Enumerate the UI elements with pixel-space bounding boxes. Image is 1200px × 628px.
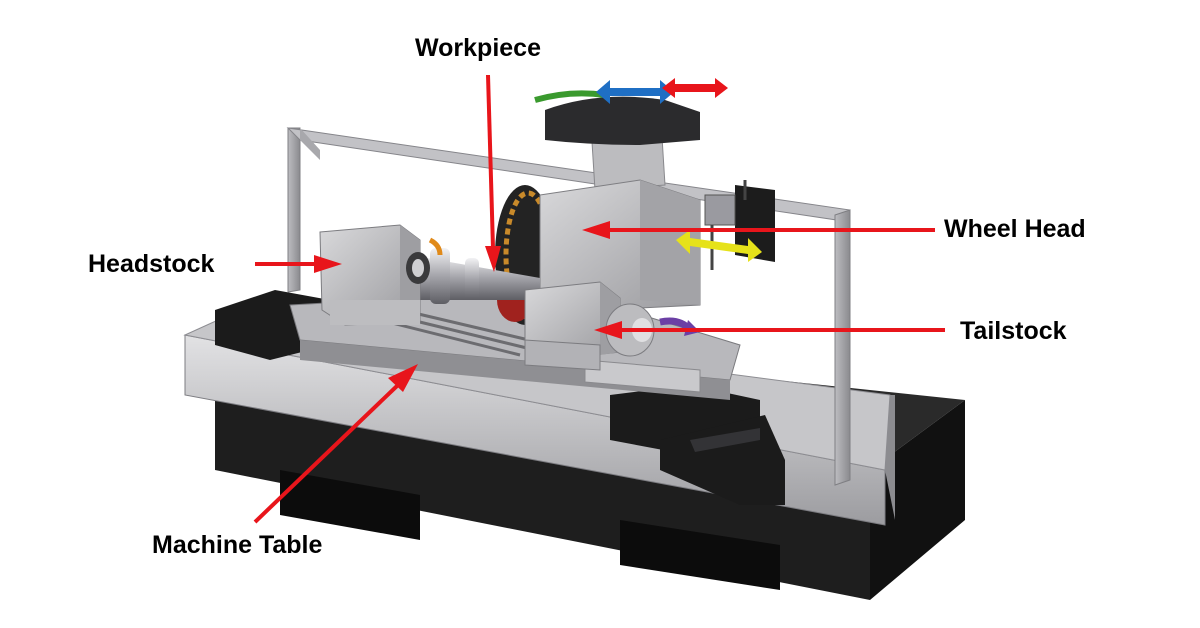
- wheel-head-label: Wheel Head: [944, 215, 1086, 243]
- measuring-gauge: [704, 180, 775, 270]
- headstock-label: Headstock: [88, 250, 215, 278]
- machine-table-arrow: [253, 364, 418, 524]
- headstock: [319, 224, 430, 326]
- workpiece-arrow: [485, 74, 501, 272]
- workpiece-label: Workpiece: [415, 34, 541, 62]
- headstock-arrow: [255, 255, 342, 273]
- wheel-head-arrow: [582, 221, 935, 239]
- workpiece-shaft: [410, 248, 540, 304]
- tailstock-label: Tailstock: [960, 317, 1067, 345]
- tailstock-arrow: [594, 321, 945, 339]
- machine-table-label: Machine Table: [152, 531, 323, 559]
- callout-arrows: [253, 74, 945, 524]
- wheel-head: [539, 96, 701, 311]
- base-tray: [183, 290, 895, 526]
